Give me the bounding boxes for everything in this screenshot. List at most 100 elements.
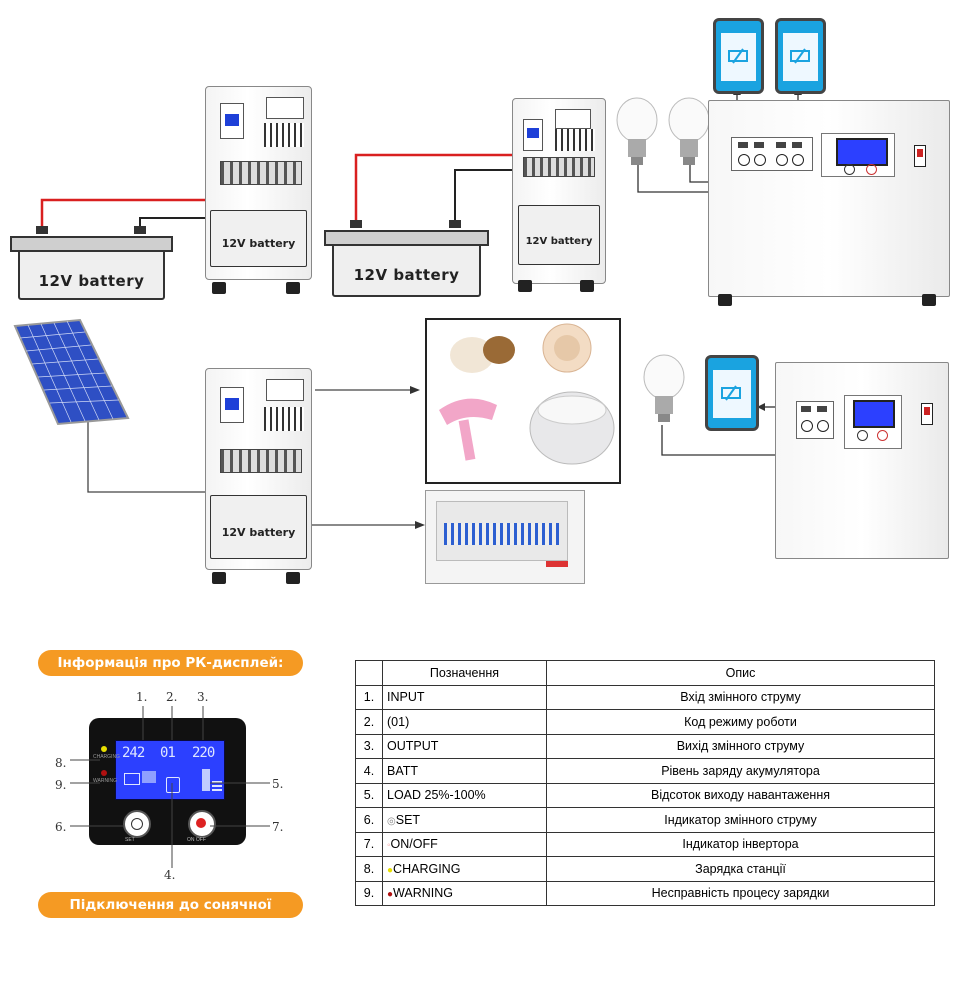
set-label: SET (125, 837, 135, 843)
battery-in-cabinet-1: 12V battery (210, 210, 307, 267)
warning-led (101, 770, 107, 776)
battery-terminal-pos (36, 226, 48, 234)
breaker (220, 387, 244, 423)
inverter-icon (142, 771, 156, 783)
battery-label: 12V battery (38, 272, 145, 290)
black-wire-2 (454, 169, 540, 226)
vent (264, 123, 304, 147)
row-description: Вхід змінного струму (546, 684, 935, 710)
vent (555, 129, 595, 151)
callout-9: 9. (55, 778, 67, 792)
table-row: 2.(01)Код режиму роботи (355, 709, 935, 735)
callout-1: 1. (136, 690, 148, 704)
battery-terminal-pos (350, 220, 362, 228)
terminal-block (220, 161, 302, 185)
table-row: 1. INPUT Вхід змінного струму (355, 684, 935, 710)
row-symbol-name: ◎SET (382, 807, 547, 833)
indicator-icon: ◦ (387, 840, 391, 852)
row-symbol-name: ●WARNING (382, 880, 547, 906)
callout-7: 7. (272, 820, 284, 834)
row-description: Відсоток виходу навантаження (546, 782, 935, 808)
usb-dc-panel (796, 401, 834, 439)
light-bulbs-top (616, 97, 710, 165)
breaker (523, 119, 543, 151)
set-button[interactable] (123, 810, 151, 838)
header-name: Позначення (382, 660, 547, 686)
callout-3: 3. (197, 690, 209, 704)
charging-led (101, 746, 107, 752)
row-number: 4. (355, 758, 383, 784)
row-number: 8. (355, 856, 383, 882)
row-symbol-name: (01) (382, 709, 547, 735)
power-icon (196, 818, 206, 828)
wheel (718, 294, 732, 306)
charging-label: CHARGING (93, 754, 120, 760)
bulb-icon (616, 97, 658, 165)
ac-output-sockets (555, 109, 591, 129)
row-name: (01) (387, 714, 410, 729)
warning-label: WARNING (93, 778, 117, 784)
row-symbol-name: OUTPUT (382, 733, 547, 759)
indicator-icon: ● (387, 864, 394, 876)
row-symbol-name: INPUT (382, 684, 547, 710)
row-description: Рівень заряду акумулятора (546, 758, 935, 784)
lcd-screen: 242 01 220 (115, 740, 225, 800)
appliances-image (425, 318, 621, 484)
row-description: Зарядка станції (546, 856, 935, 882)
dc-switch (914, 145, 926, 167)
wheel (286, 282, 300, 294)
row-name: BATT (387, 763, 419, 778)
load-bars (212, 781, 222, 791)
battery-middle: 12V battery (324, 230, 489, 297)
battery-terminal-neg (449, 220, 461, 228)
ac-output-sockets (266, 97, 304, 119)
terminal-block (523, 157, 595, 177)
row-description: Несправність процесу зарядки (546, 880, 935, 906)
battery-in-cabinet-3: 12V battery (210, 495, 307, 559)
solar-panel (13, 318, 130, 426)
indicator-icon: ● (387, 889, 394, 901)
wheel (580, 280, 594, 292)
power-button[interactable] (188, 810, 216, 838)
row-name: ON/OFF (390, 837, 438, 852)
battery-in-cabinet-2: 12V battery (518, 205, 600, 265)
breaker (220, 103, 244, 139)
dc-switch (921, 403, 933, 425)
wheel (286, 572, 300, 584)
lcd-section-title: Інформація про РК-дисплей: (38, 650, 303, 676)
terminal-block (220, 449, 302, 473)
row-number: 2. (355, 709, 383, 735)
usb-dc-panel (731, 137, 813, 171)
row-description: Індикатор інвертора (546, 831, 935, 857)
row-name: OUTPUT (387, 739, 439, 754)
row-number: 7. (355, 831, 383, 857)
row-number: 1. (355, 684, 383, 710)
battery-terminal-neg (134, 226, 146, 234)
solar-wire (87, 420, 235, 493)
phone-icon (775, 18, 826, 94)
row-symbol-name: LOAD 25%-100% (382, 782, 547, 808)
callout-2: 2. (166, 690, 178, 704)
row-name: SET (395, 812, 421, 827)
callout-lines (70, 706, 270, 868)
row-name: INPUT (387, 690, 425, 705)
lcd-output-value: 220 (192, 745, 215, 761)
lcd-mode-value: 01 (160, 745, 176, 761)
row-number: 5. (355, 782, 383, 808)
row-symbol-name: BATT (382, 758, 547, 784)
lcd-display-panel: 242 01 220 CHARGING WARNING SET ON OFF (89, 718, 246, 845)
grid-icon (124, 773, 140, 785)
table-row: 4. BATT Рівень заряду акумулятора (355, 758, 935, 784)
wheel (922, 294, 936, 306)
row-symbol-name: ◦ON/OFF (382, 831, 547, 857)
wheel (212, 572, 226, 584)
power-station-bottom (775, 362, 949, 559)
row-number: 9. (355, 880, 383, 906)
phone-icon (713, 18, 764, 94)
row-name: CHARGING (393, 861, 461, 876)
power-station-top (708, 100, 950, 297)
callout-4: 4. (164, 868, 176, 882)
